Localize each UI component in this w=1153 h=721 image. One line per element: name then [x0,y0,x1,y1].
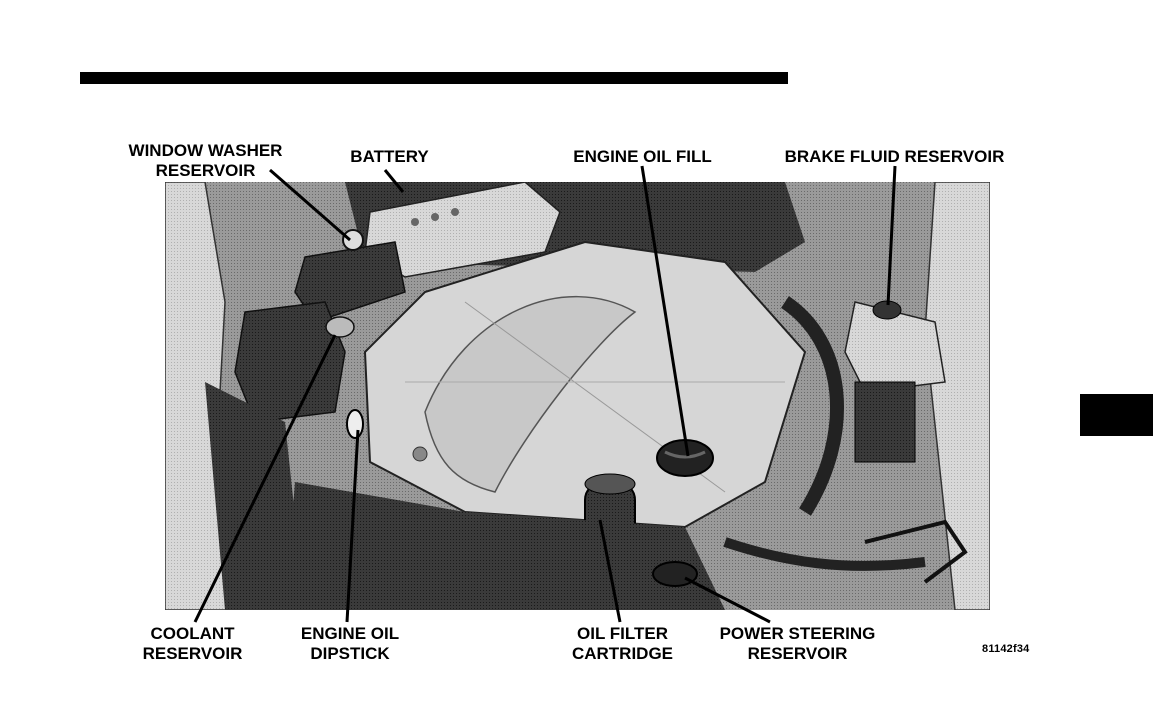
label-coolant-reservoir: COOLANT RESERVOIR [130,624,255,664]
label-engine-oil-dipstick: ENGINE OIL DIPSTICK [290,624,410,664]
label-line: BATTERY [342,147,437,167]
coolant-reservoir-body [235,302,345,422]
power-steering-reservoir [653,562,697,586]
label-line: WINDOW WASHER [118,141,293,161]
coolant-cap [326,317,354,337]
label-engine-oil-fill: ENGINE OIL FILL [560,147,725,167]
figure-code: 81142f34 [982,643,1029,655]
label-brake-fluid-reservoir: BRAKE FLUID RESERVOIR [772,147,1017,167]
cover-badge [413,447,427,461]
label-line: POWER STEERING [705,624,890,644]
battery-terminal [431,213,439,221]
label-line: RESERVOIR [118,161,293,181]
label-line: DIPSTICK [290,644,410,664]
battery-terminal [451,208,459,216]
label-power-steering-reservoir: POWER STEERING RESERVOIR [705,624,890,664]
label-line: RESERVOIR [705,644,890,664]
brake-master-cylinder [855,382,915,462]
engine-compartment-photo [165,182,990,610]
label-window-washer-reservoir: WINDOW WASHER RESERVOIR [118,141,293,181]
label-line: COOLANT [130,624,255,644]
section-thumb-tab [1080,394,1153,436]
washer-cap [343,230,363,250]
label-line: CARTRIDGE [560,644,685,664]
label-oil-filter-cartridge: OIL FILTER CARTRIDGE [560,624,685,664]
battery-terminal [411,218,419,226]
label-line: ENGINE OIL FILL [560,147,725,167]
dipstick-handle [347,410,363,438]
label-line: BRAKE FLUID RESERVOIR [772,147,1017,167]
label-battery: BATTERY [342,147,437,167]
oil-filter-top [585,474,635,494]
header-rule [80,72,788,84]
label-line: ENGINE OIL [290,624,410,644]
label-line: RESERVOIR [130,644,255,664]
label-line: OIL FILTER [560,624,685,644]
brake-reservoir-cap [873,301,901,319]
